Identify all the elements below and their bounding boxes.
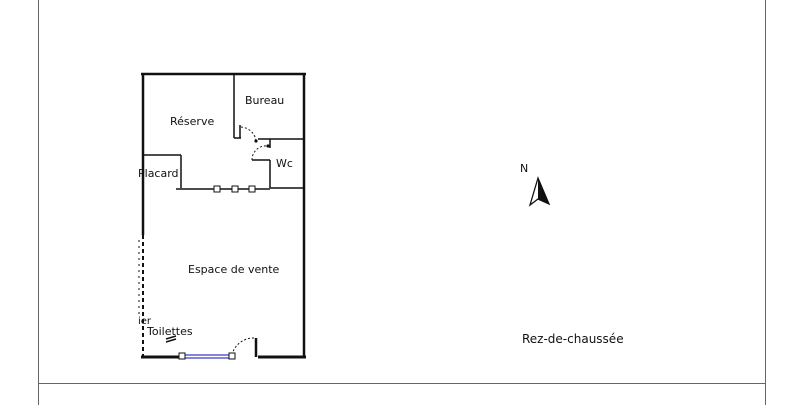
room-label-bureau: Bureau	[245, 94, 284, 107]
door-swings	[231, 126, 269, 356]
room-label-espace-vente: Espace de vente	[188, 263, 280, 276]
room-label-partial: ier	[138, 316, 152, 327]
room-label-toilettes: Toilettes	[146, 325, 193, 338]
north-label: N	[520, 162, 528, 175]
page-frame	[38, 0, 766, 405]
door-markers	[254, 139, 270, 148]
room-label-placard: Placard	[138, 167, 179, 180]
north-arrow-icon	[528, 176, 551, 207]
level-label: Rez-de-chaussée	[522, 332, 624, 346]
interior-walls	[143, 74, 304, 343]
sliding-door	[213, 185, 256, 193]
room-label-wc: Wc	[276, 157, 293, 170]
exterior-walls	[138, 72, 306, 359]
room-label-reserve: Réserve	[170, 115, 214, 128]
front-window	[178, 352, 236, 360]
